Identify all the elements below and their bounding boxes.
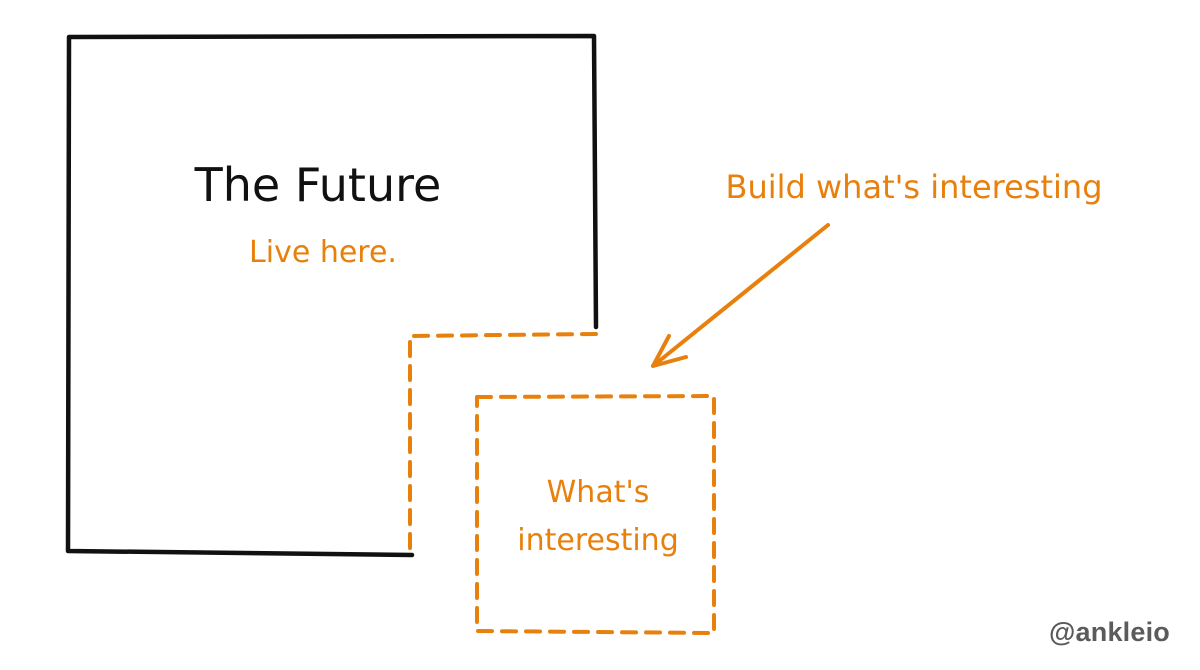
future-region-outline bbox=[65, 33, 599, 558]
future-subtitle: Live here. bbox=[249, 235, 397, 270]
callout-label: Build what's interesting bbox=[726, 168, 1103, 206]
callout-arrowhead-icon bbox=[651, 334, 688, 368]
future-gap-dashed-outline bbox=[408, 332, 598, 554]
interesting-box-outline bbox=[475, 394, 716, 635]
callout-arrow-shaft bbox=[651, 223, 830, 368]
interesting-box-line2: interesting bbox=[517, 523, 678, 558]
interesting-box-line1: What's bbox=[547, 475, 650, 510]
author-credit: @ankleio bbox=[1049, 617, 1170, 647]
future-title: The Future bbox=[194, 158, 442, 212]
